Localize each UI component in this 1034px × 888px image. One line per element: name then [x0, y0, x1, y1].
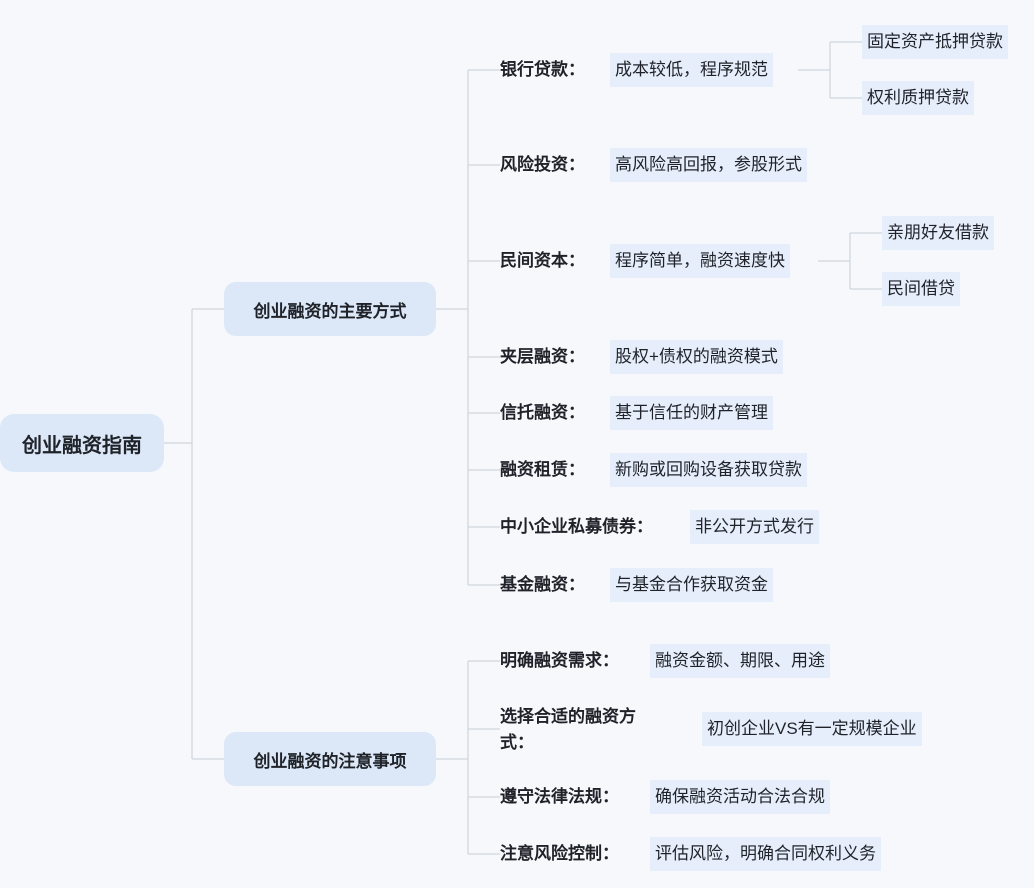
- item-label-private-capital: 民间资本：: [500, 251, 585, 270]
- item-desc-clarify-needs[interactable]: 融资金额、期限、用途: [650, 644, 830, 678]
- item-label-choose-method-line2: 式：: [500, 733, 534, 752]
- item-label-clarify-needs: 明确融资需求：: [500, 651, 619, 670]
- item-label-bank-loan: 银行贷款：: [500, 60, 585, 79]
- item-desc-private-bond[interactable]: 非公开方式发行: [690, 510, 819, 544]
- branch-main-methods[interactable]: 创业融资的主要方式: [224, 282, 436, 336]
- item-label-comply-law: 遵守法律法规：: [500, 787, 619, 806]
- item-desc-venture[interactable]: 高风险高回报，参股形式: [610, 148, 807, 182]
- item-desc-leasing[interactable]: 新购或回购设备获取贷款: [610, 453, 807, 487]
- sub-private-lending[interactable]: 民间借贷: [882, 272, 960, 306]
- sub-friends-loan[interactable]: 亲朋好友借款: [882, 216, 994, 250]
- item-label-leasing: 融资租赁：: [500, 460, 585, 479]
- item-desc-mezzanine[interactable]: 股权+债权的融资模式: [610, 340, 783, 374]
- sub-fixed-asset-loan[interactable]: 固定资产抵押贷款: [862, 25, 1008, 59]
- sub-rights-pledge-loan[interactable]: 权利质押贷款: [862, 81, 974, 115]
- item-desc-fund[interactable]: 与基金合作获取资金: [610, 568, 773, 602]
- item-label-choose-method-line1: 选择合适的融资方: [500, 707, 636, 726]
- item-desc-trust[interactable]: 基于信任的财产管理: [610, 396, 773, 430]
- item-desc-comply-law[interactable]: 确保融资活动合法合规: [650, 780, 830, 814]
- item-label-mezzanine: 夹层融资：: [500, 347, 585, 366]
- item-desc-choose-method[interactable]: 初创企业VS有一定规模企业: [702, 712, 922, 746]
- item-label-trust: 信托融资：: [500, 403, 585, 422]
- item-label-risk-control: 注意风险控制：: [500, 844, 619, 863]
- item-label-private-bond: 中小企业私募债券：: [500, 517, 653, 536]
- root-node[interactable]: 创业融资指南: [0, 414, 164, 472]
- item-desc-private-capital[interactable]: 程序简单，融资速度快: [610, 244, 790, 278]
- item-desc-bank-loan[interactable]: 成本较低，程序规范: [610, 53, 773, 87]
- branch-precautions[interactable]: 创业融资的注意事项: [224, 732, 436, 786]
- item-desc-risk-control[interactable]: 评估风险，明确合同权利义务: [650, 837, 881, 871]
- item-label-fund: 基金融资：: [500, 575, 585, 594]
- item-label-venture: 风险投资：: [500, 155, 585, 174]
